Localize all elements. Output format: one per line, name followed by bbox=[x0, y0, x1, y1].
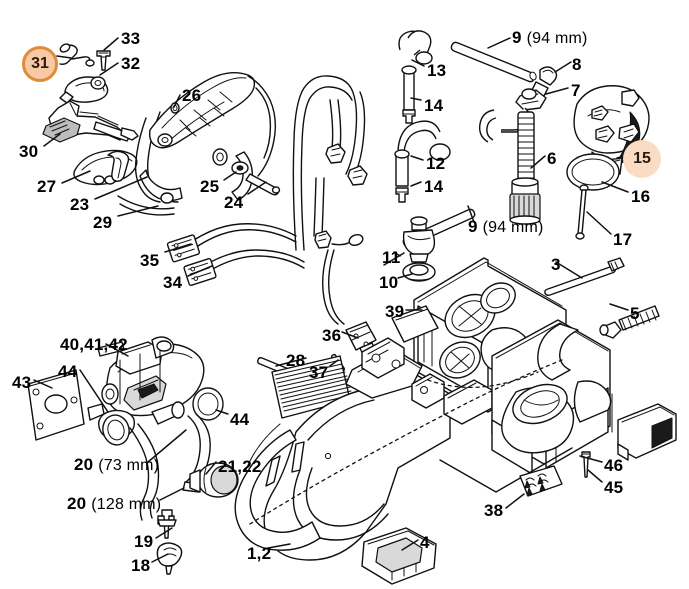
callout-8: 8 bbox=[572, 55, 582, 74]
callout-9-lower-dim: (94 mm) bbox=[482, 219, 544, 236]
fuel-hose-art bbox=[394, 30, 451, 203]
callout-9-lower: 9 (94 mm) bbox=[468, 217, 544, 236]
callout-13: 13 bbox=[427, 61, 447, 80]
callout-14-lower: 14 bbox=[424, 177, 444, 196]
callout-3: 3 bbox=[551, 255, 561, 274]
callout-1-2: 1,2 bbox=[247, 544, 272, 563]
callout-38: 38 bbox=[484, 501, 504, 520]
callout-44-right: 44 bbox=[230, 410, 250, 429]
callout-11: 11 bbox=[382, 248, 401, 267]
callout-20-128mm-dim: (128 mm) bbox=[91, 496, 162, 513]
callout-32: 32 bbox=[121, 54, 141, 73]
callout-19: 19 bbox=[134, 532, 154, 551]
trigger-assembly-art bbox=[42, 43, 277, 216]
callout-40-41-42: 40,41,42 bbox=[60, 335, 128, 354]
callout-34: 34 bbox=[163, 273, 183, 292]
callout-44-left: 44 bbox=[58, 362, 78, 381]
callout-5: 5 bbox=[630, 304, 640, 323]
callout-6: 6 bbox=[547, 149, 557, 168]
callout-7: 7 bbox=[571, 81, 581, 100]
callout-33: 33 bbox=[121, 29, 141, 48]
callout-25: 25 bbox=[200, 177, 220, 196]
callout-20-73mm-dim: (73 mm) bbox=[98, 457, 160, 474]
callout-12: 12 bbox=[426, 154, 446, 173]
callout-27: 27 bbox=[37, 177, 57, 196]
callout-16: 16 bbox=[631, 187, 651, 206]
callout-46: 46 bbox=[604, 456, 624, 475]
callout-20-128mm: 20 (128 mm) bbox=[67, 494, 162, 513]
callout-36: 36 bbox=[322, 326, 342, 345]
callout-23: 23 bbox=[70, 195, 90, 214]
callout-24: 24 bbox=[224, 193, 244, 212]
callout-9-upper: 9 (94 mm) bbox=[512, 28, 588, 47]
callout-4: 4 bbox=[420, 533, 430, 552]
callout-14-upper: 14 bbox=[424, 96, 444, 115]
callout-39: 39 bbox=[385, 302, 405, 321]
callout-28: 28 bbox=[286, 351, 306, 370]
fastener-art bbox=[544, 257, 660, 339]
leader-lines bbox=[33, 37, 656, 563]
callout-20-73mm: 20 (73 mm) bbox=[74, 455, 160, 474]
callout-10: 10 bbox=[379, 273, 399, 292]
callout-43: 43 bbox=[12, 373, 32, 392]
oil-tank-fitting-art bbox=[402, 216, 436, 282]
callout-37: 37 bbox=[309, 363, 329, 382]
callout-17: 17 bbox=[613, 230, 633, 249]
highlight-badge-15[interactable]: 15 bbox=[623, 140, 661, 178]
callout-21-22: 21,22 bbox=[218, 457, 262, 476]
callout-18: 18 bbox=[131, 556, 151, 575]
highlight-badge-31[interactable]: 31 bbox=[22, 46, 58, 82]
oil-fitting-art bbox=[478, 66, 558, 225]
callout-26: 26 bbox=[182, 86, 202, 105]
callout-35: 35 bbox=[140, 251, 160, 270]
carburetor-art bbox=[27, 336, 239, 575]
callout-45: 45 bbox=[604, 478, 624, 497]
ignition-lead-art bbox=[292, 75, 368, 325]
callout-30: 30 bbox=[19, 142, 39, 161]
callout-29: 29 bbox=[93, 213, 113, 232]
callout-9-upper-dim: (94 mm) bbox=[526, 30, 588, 47]
main-housing-art bbox=[234, 257, 677, 585]
